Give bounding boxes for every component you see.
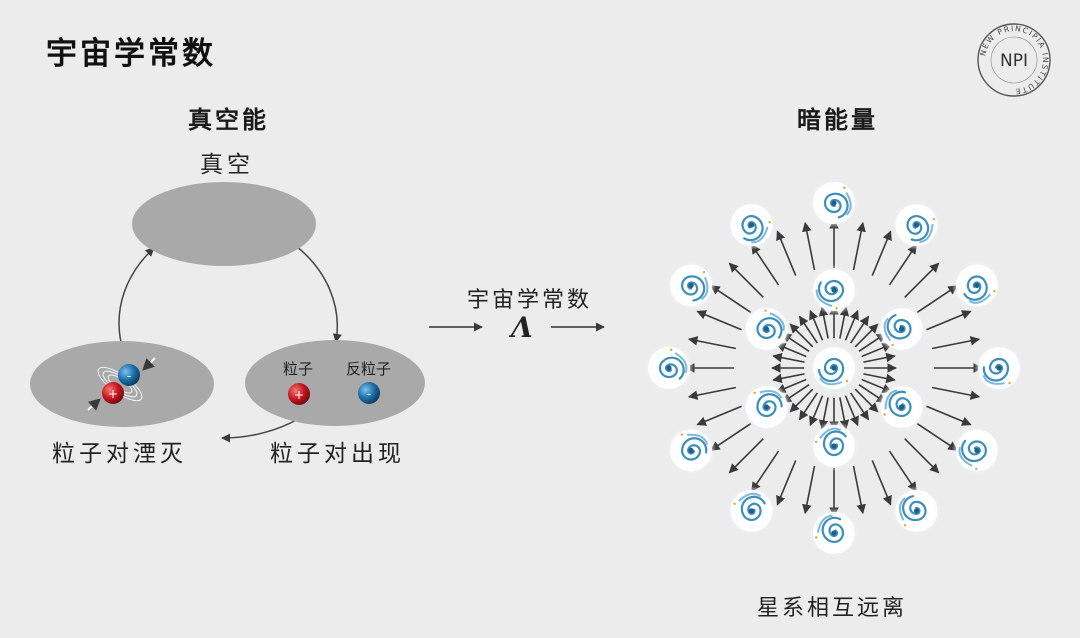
expansion-arrow xyxy=(863,352,896,363)
expansion-arrow xyxy=(798,392,818,421)
expansion-arrow xyxy=(728,438,764,474)
expansion-arrow xyxy=(931,386,981,400)
galaxies-receding-label: 星系相互远离 xyxy=(757,596,908,621)
expansion-arrow xyxy=(776,460,797,506)
expansion-arrow xyxy=(696,405,742,426)
galaxy-icon xyxy=(664,258,718,313)
galaxy-icon xyxy=(869,296,934,362)
annihilation-minus-sign: - xyxy=(127,369,131,383)
annihilation-ellipse xyxy=(30,341,214,427)
expansion-arrow xyxy=(852,465,866,515)
expansion-arrow xyxy=(789,388,814,413)
expansion-arrow xyxy=(696,310,742,331)
expansion-arrow xyxy=(916,422,958,451)
galaxy-icon xyxy=(942,250,1012,321)
annihilation-plus-sign: + xyxy=(108,387,118,401)
antiparticle-minus-sign: - xyxy=(367,387,371,401)
expansion-arrow xyxy=(751,244,780,286)
expansion-arrow xyxy=(710,285,752,314)
expansion-arrow xyxy=(871,230,892,276)
annihilation-antiparticle xyxy=(118,364,140,386)
lambda-symbol: Λ xyxy=(511,311,533,344)
galaxy-icon xyxy=(798,410,870,482)
creation-ellipse xyxy=(245,340,425,426)
cosmological-constant-label: 宇宙学常数 xyxy=(467,288,593,313)
galaxies xyxy=(632,172,1030,569)
galaxy-icon xyxy=(803,172,865,234)
vacuum-energy-title: 真空能 xyxy=(188,106,269,134)
particle-label: 粒子 xyxy=(283,360,314,378)
particle-plus-sign: + xyxy=(294,388,304,402)
galaxy-icon xyxy=(881,190,952,260)
expansion-arrow xyxy=(809,395,824,427)
expansion-arrow xyxy=(926,310,972,331)
galaxy-icon xyxy=(887,482,946,540)
expansion-arrow xyxy=(852,221,866,271)
galaxy-icon xyxy=(807,341,861,395)
particle-ball xyxy=(288,383,310,405)
expansion-arrow xyxy=(802,221,816,271)
expansion-arrow xyxy=(798,315,818,344)
expansion-arrow xyxy=(751,450,780,492)
expansion-arrow xyxy=(926,405,972,426)
expansion-arrow xyxy=(888,244,917,286)
expansion-arrow xyxy=(850,315,870,344)
expansion-arrow xyxy=(904,438,940,474)
dark-energy-title: 暗能量 xyxy=(797,106,878,134)
galaxy-icon xyxy=(715,189,788,262)
galaxy-icon xyxy=(868,373,935,441)
expansion-arrow xyxy=(772,373,805,384)
expansion-arrow xyxy=(854,388,879,413)
galaxy-icon xyxy=(632,331,706,405)
expansion-arrow xyxy=(776,230,797,276)
expansion-arrow xyxy=(687,386,737,400)
page-title: 宇宙学常数 xyxy=(46,36,216,72)
logo-text: NPI xyxy=(1000,51,1028,71)
expansion-arrow xyxy=(888,450,917,492)
annihilation-label: 粒子对湮灭 xyxy=(52,441,187,467)
expansion-arrow xyxy=(854,323,879,348)
cycle-arrow-creation-to-annihilation xyxy=(221,417,301,443)
expansion-arrow xyxy=(728,262,764,298)
antiparticle-label: 反粒子 xyxy=(346,360,392,378)
galaxy-icon xyxy=(659,418,723,483)
galaxy-icon xyxy=(717,477,786,545)
galaxy-icon xyxy=(968,337,1030,399)
expansion-arrow xyxy=(772,352,805,363)
npi-logo: NEW PRINCIPIA INSTITUTE NPI xyxy=(977,23,1051,97)
expansion-arrow xyxy=(904,262,940,298)
vacuum-ellipse xyxy=(132,182,316,266)
expansion-arrow xyxy=(789,323,814,348)
galaxy-icon xyxy=(798,497,870,569)
cycle-arrow-vacuum-to-creation xyxy=(295,245,342,343)
annihilation-arrow-in-bottom xyxy=(87,398,101,411)
expansion-arrow xyxy=(916,285,958,314)
expansion-arrow xyxy=(871,460,892,506)
cycle-arrow-annihilation-to-vacuum xyxy=(118,247,155,343)
expansion-arrow xyxy=(802,465,816,515)
creation-label: 粒子对出现 xyxy=(270,441,405,467)
expansion-arrow xyxy=(809,309,824,341)
antiparticle-ball xyxy=(358,382,380,404)
expansion-arrow xyxy=(687,336,737,350)
annihilation-arrow-in-top xyxy=(142,357,156,371)
annihilation-particle xyxy=(102,382,124,404)
expansion-arrow xyxy=(850,392,870,421)
vacuum-label: 真空 xyxy=(200,152,254,178)
expansion-arrow xyxy=(844,309,859,341)
expansion-arrow xyxy=(844,395,859,427)
expansion-arrow xyxy=(931,336,981,350)
expansion-arrow xyxy=(710,422,752,451)
expansion-arrow xyxy=(863,373,896,384)
galaxy-icon xyxy=(730,292,803,366)
galaxy-icon xyxy=(940,414,1014,487)
galaxy-icon xyxy=(797,253,871,327)
